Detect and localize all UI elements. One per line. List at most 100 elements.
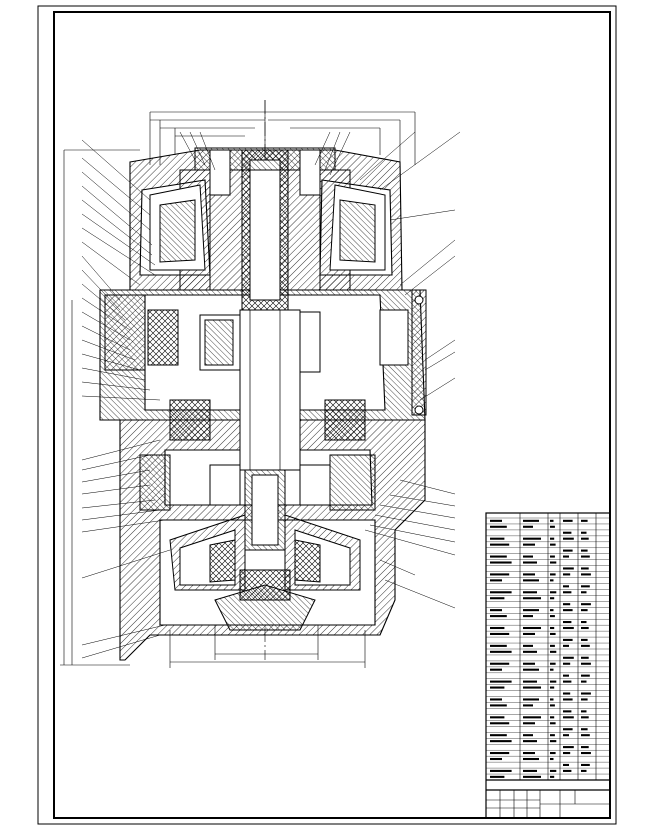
parts-list-cell-text bbox=[563, 603, 571, 606]
parts-list-cell-text bbox=[490, 650, 512, 653]
parts-list-cell-text bbox=[550, 579, 554, 582]
parts-list-cell-text bbox=[563, 609, 573, 612]
parts-list-cell-text bbox=[563, 621, 572, 624]
parts-list-cell-text bbox=[490, 722, 510, 725]
leader-lines-right bbox=[364, 209, 456, 609]
parts-list-cell-text bbox=[581, 638, 588, 641]
parts-list-cell-text bbox=[490, 519, 502, 522]
parts-list-cell-text bbox=[563, 549, 573, 552]
parts-list-cell-text bbox=[490, 757, 502, 761]
outer-frame bbox=[37, 5, 617, 825]
parts-list-cell-text bbox=[523, 615, 533, 618]
parts-list-cell-text bbox=[550, 752, 556, 755]
parts-list-cell-text bbox=[563, 519, 573, 522]
parts-list-cell-text bbox=[550, 537, 555, 540]
parts-list-cell-text bbox=[523, 644, 533, 647]
parts-list-cell-text bbox=[563, 644, 569, 647]
parts-list-cell-text bbox=[523, 698, 539, 701]
parts-list-cell-text bbox=[550, 775, 555, 778]
parts-list-cell-text bbox=[581, 662, 591, 665]
parts-list-cell-text bbox=[550, 609, 554, 612]
upper-bearings bbox=[149, 184, 386, 271]
parts-list-cell-text bbox=[523, 650, 537, 653]
parts-list-cell-text bbox=[550, 734, 555, 737]
inner-frame bbox=[53, 11, 611, 819]
parts-list-cell-text bbox=[563, 692, 571, 695]
parts-list-cell-text bbox=[490, 716, 505, 719]
parts-list-cell-text bbox=[550, 615, 555, 618]
parts-list-cell-text bbox=[550, 704, 555, 707]
parts-list-cell-text bbox=[581, 734, 590, 737]
parts-list-cell-text bbox=[523, 579, 539, 582]
parts-list-cell-text bbox=[490, 740, 512, 743]
parts-list-cell-text bbox=[550, 597, 555, 600]
parts-list-cell-text bbox=[550, 626, 555, 630]
parts-list-cell-text bbox=[523, 519, 539, 522]
parts-list-cell-text bbox=[563, 662, 571, 665]
parts-list-cell-text bbox=[581, 591, 587, 594]
parts-list-cell-text bbox=[490, 662, 510, 665]
parts-list-cell-text bbox=[523, 555, 533, 558]
middle-bearings bbox=[104, 289, 427, 416]
parts-list-cell-text bbox=[550, 662, 556, 665]
parts-list-cell-text bbox=[550, 632, 556, 635]
parts-list-cell-text bbox=[563, 746, 574, 749]
parts-list-cell-text bbox=[523, 757, 539, 761]
parts-list-cell-text bbox=[581, 728, 588, 731]
leader-lines-top bbox=[179, 131, 461, 191]
parts-list-cell-text bbox=[523, 722, 535, 725]
parts-list-cell-text bbox=[563, 674, 569, 677]
parts-list-cell-text bbox=[550, 573, 556, 576]
parts-list-cell-text bbox=[581, 752, 591, 755]
parts-list-cell-text bbox=[550, 543, 556, 546]
parts-list-cell-text bbox=[550, 769, 557, 772]
parts-list-cell-text bbox=[581, 680, 587, 683]
parts-list-cell-text bbox=[581, 644, 590, 647]
parts-list-cell-text bbox=[581, 746, 589, 749]
parts-list-cell-text bbox=[523, 716, 541, 719]
parts-list-cell-text bbox=[490, 734, 507, 737]
parts-list-cell-text bbox=[490, 561, 512, 564]
parts-list-cell-text bbox=[490, 680, 512, 683]
parts-list-cell-text bbox=[550, 757, 554, 761]
parts-list-cell-text bbox=[581, 626, 589, 630]
parts-list-cell-text bbox=[563, 710, 572, 713]
parts-list-cell-text bbox=[490, 775, 505, 778]
parts-list-cell-text bbox=[563, 728, 573, 731]
parts-list-cell-text bbox=[581, 609, 588, 612]
parts-list-cell-text bbox=[563, 591, 572, 594]
parts-list-cell-text bbox=[550, 686, 555, 689]
parts-list-cell-text bbox=[550, 519, 554, 522]
parts-list-cell-text bbox=[581, 555, 590, 558]
parts-list-cell-text bbox=[490, 597, 505, 600]
parts-list-cell-text bbox=[563, 638, 573, 641]
parts-list-cell-text bbox=[490, 543, 510, 546]
parts-list-cell-text bbox=[523, 561, 537, 564]
parts-list-cell-text bbox=[550, 644, 555, 647]
parts-list-cell-text bbox=[550, 668, 554, 671]
parts-list-cell-text bbox=[581, 537, 589, 540]
parts-list bbox=[485, 512, 611, 819]
parts-list-cell-text bbox=[550, 525, 555, 528]
parts-list-cell-text bbox=[490, 752, 510, 755]
parts-list-cell-text bbox=[550, 650, 557, 653]
parts-list-cell-text bbox=[490, 626, 505, 630]
parts-list-cell-text bbox=[581, 573, 591, 576]
parts-list-cell-text bbox=[523, 686, 541, 689]
parts-list-cell-text bbox=[490, 686, 505, 689]
parts-list-cell-text bbox=[581, 585, 590, 588]
parts-list-cell-text bbox=[581, 549, 588, 552]
parts-list-cell-text bbox=[563, 752, 571, 755]
parts-list-cell-text bbox=[581, 531, 587, 534]
parts-list-cell-text bbox=[490, 769, 512, 772]
parts-list-cell-text bbox=[490, 591, 512, 594]
parts-list-cell-text bbox=[563, 585, 569, 588]
lower-bearings bbox=[139, 399, 376, 511]
parts-list-cell-text bbox=[523, 668, 539, 671]
leader-lines-left bbox=[81, 139, 171, 659]
parts-list-cell-text bbox=[490, 698, 502, 701]
parts-list-cell-text bbox=[563, 680, 572, 683]
parts-list-cell-text bbox=[490, 644, 507, 647]
parts-list-cell-text bbox=[563, 626, 574, 630]
parts-list-cell-text bbox=[563, 656, 574, 659]
